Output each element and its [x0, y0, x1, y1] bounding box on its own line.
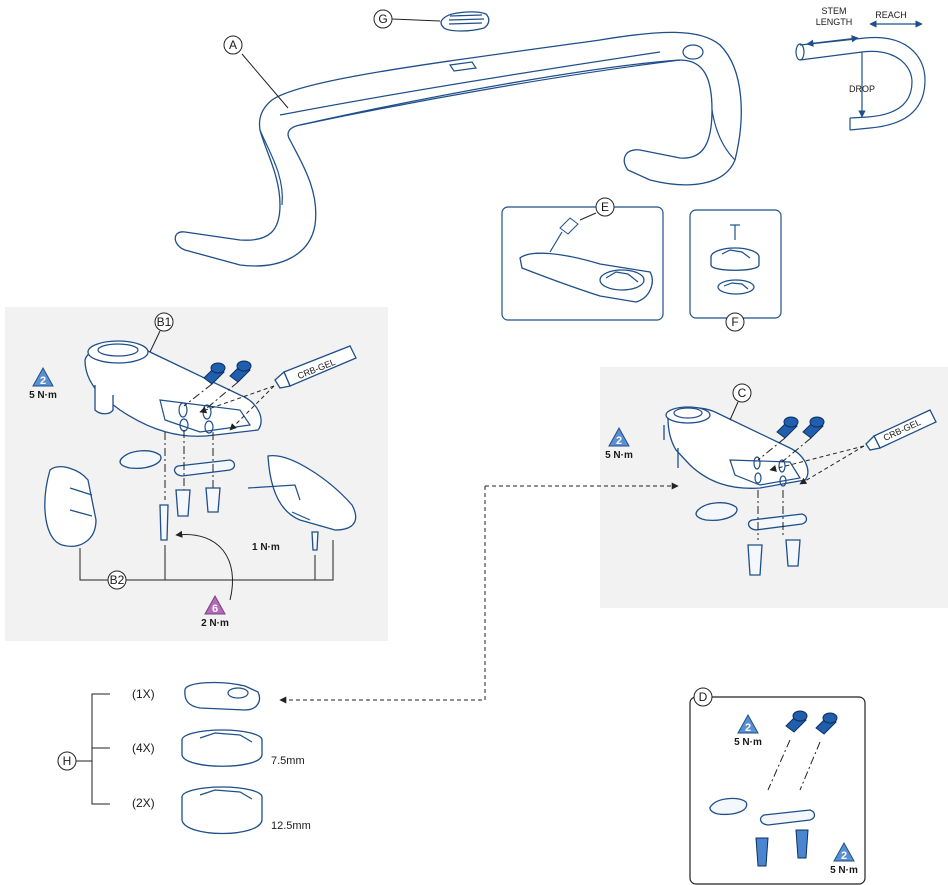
stem-length-label-line1: STEM: [821, 6, 846, 16]
torque-b2-small: 1 N·m: [252, 542, 280, 553]
bar-geometry-inset: STEM LENGTH REACH DROP: [795, 6, 926, 131]
bolt-b1-right: [229, 360, 252, 383]
spacer-1: [184, 681, 261, 711]
torque-d-top-label: 5 N·m: [734, 737, 762, 748]
computer-mount-cover-g: G: [373, 9, 490, 32]
torque-triangle-b1: 2 5 N·m: [29, 366, 57, 401]
torque-triangle-d-bottom: 2 5 N·m: [830, 841, 858, 876]
callout-g-label: G: [378, 12, 387, 26]
callout-d-label: D: [699, 690, 708, 704]
svg-text:2: 2: [841, 850, 847, 862]
drop-label: DROP: [849, 84, 875, 94]
spacer-3-size: 12.5mm: [271, 820, 311, 832]
svg-text:2: 2: [40, 375, 46, 387]
bolt-c-left: [776, 416, 799, 439]
bolt-d-left: [785, 710, 808, 733]
svg-text:2: 2: [616, 435, 622, 447]
spacer-3: [181, 786, 263, 835]
spacer-2-qty: (4X): [132, 741, 155, 755]
stem-panel-c: CRB-GEL 2 5 N·m C: [600, 367, 948, 608]
spacers-h: H (1X) (4X) (2X) 7.5mm 12.5mm: [57, 681, 311, 835]
torque-b2-label: 2 N·m: [201, 618, 229, 629]
reach-label: REACH: [875, 10, 907, 20]
stem-length-label-line2: LENGTH: [816, 17, 853, 27]
bolt-b1-left: [203, 362, 226, 385]
callout-a: A: [223, 35, 289, 109]
crb-gel-tube-b: CRB-GEL: [274, 345, 357, 389]
bolt-d-right: [815, 712, 838, 735]
computer-adapter-box-f: F: [689, 209, 782, 332]
stem-panel-b: CRB-GEL 1 N·m B2 2 5 N: [5, 307, 388, 641]
spacer-2-size: 7.5mm: [271, 755, 305, 767]
svg-text:6: 6: [212, 603, 218, 615]
torque-d-bottom-label: 5 N·m: [830, 865, 858, 876]
torque-c-label: 5 N·m: [605, 450, 633, 461]
callout-b1-label: B1: [157, 315, 172, 329]
spacer-1-qty: (1X): [132, 687, 155, 701]
callout-c-label: C: [738, 386, 747, 400]
computer-mount-box-e: E: [501, 197, 664, 321]
handlebar-a: [174, 31, 742, 267]
torque-triangle-c: 2 5 N·m: [605, 426, 633, 461]
spacer-3-qty: (2X): [132, 796, 155, 810]
callout-a-label: A: [229, 38, 237, 52]
svg-text:2: 2: [745, 722, 751, 734]
callout-h-label: H: [63, 754, 72, 768]
torque-triangle-d-top: 2 5 N·m: [734, 713, 762, 748]
torque-triangle-b2: 6 2 N·m: [201, 594, 229, 629]
bolt-c-right: [802, 416, 825, 439]
spacer-2: [181, 729, 263, 767]
callout-f-label: F: [731, 315, 738, 329]
callout-b2-label: B2: [110, 573, 125, 587]
hardware-box-d: 2 5 N·m 2 5 N·m D: [689, 687, 866, 885]
torque-b1-label: 5 N·m: [29, 390, 57, 401]
callout-e-label: E: [601, 200, 609, 214]
